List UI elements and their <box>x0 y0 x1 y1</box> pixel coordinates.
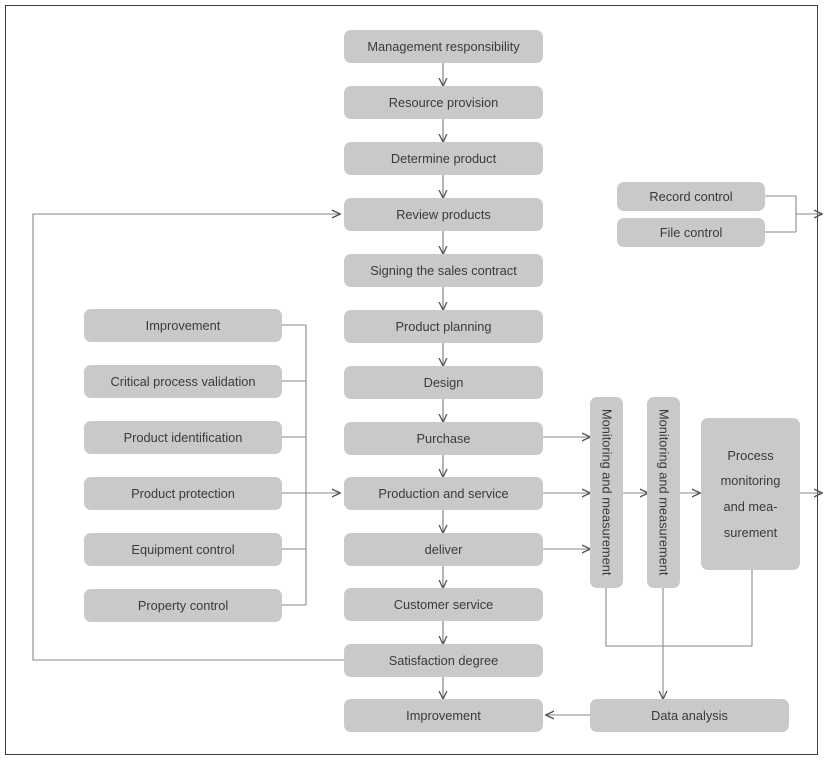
node-equipment-control[interactable]: Equipment control <box>84 533 282 566</box>
process-monitoring-line-2: monitoring <box>720 473 781 489</box>
left-support-bus <box>282 324 340 606</box>
process-to-monitoring-arrows <box>543 437 590 549</box>
node-property-control[interactable]: Property control <box>84 589 282 622</box>
node-data-analysis[interactable]: Data analysis <box>590 699 789 732</box>
node-customer-service[interactable]: Customer service <box>344 588 543 621</box>
node-determine-product[interactable]: Determine product <box>344 142 543 175</box>
process-monitoring-line-3: and mea- <box>723 499 778 514</box>
node-critical-process-validation[interactable]: Critical process validation <box>84 365 282 398</box>
node-improvement-main[interactable]: Improvement <box>344 699 543 732</box>
monitoring1-bottom-join <box>605 588 752 647</box>
node-purchase[interactable]: Purchase <box>344 422 543 455</box>
process-monitoring-line-4: surement <box>723 524 778 540</box>
feedback-loop-satisfaction-to-review <box>32 214 344 661</box>
node-record-control[interactable]: Record control <box>617 182 765 211</box>
node-review-products[interactable]: Review products <box>344 198 543 231</box>
node-product-planning[interactable]: Product planning <box>344 310 543 343</box>
node-signing-the-sales-contract[interactable]: Signing the sales contract <box>344 254 543 287</box>
node-product-identification[interactable]: Product identification <box>84 421 282 454</box>
node-monitoring-and-measurement-2[interactable]: Monitoring and measurement <box>647 397 680 588</box>
process-monitoring-line-1: Process <box>727 447 774 463</box>
node-product-protection[interactable]: Product protection <box>84 477 282 510</box>
node-monitoring-and-measurement-1[interactable]: Monitoring and measurement <box>590 397 623 588</box>
node-satisfaction-degree[interactable]: Satisfaction degree <box>344 644 543 677</box>
node-design[interactable]: Design <box>344 366 543 399</box>
node-resource-provision[interactable]: Resource provision <box>344 86 543 119</box>
node-deliver[interactable]: deliver <box>344 533 543 566</box>
node-management-responsibility[interactable]: Management responsibility <box>344 30 543 63</box>
node-process-monitoring-and-measurement[interactable]: Process monitoring and mea- surement <box>701 418 800 570</box>
node-file-control[interactable]: File control <box>617 218 765 247</box>
node-production-and-service[interactable]: Production and service <box>344 477 543 510</box>
node-improvement[interactable]: Improvement <box>84 309 282 342</box>
document-control-merge <box>765 195 822 233</box>
